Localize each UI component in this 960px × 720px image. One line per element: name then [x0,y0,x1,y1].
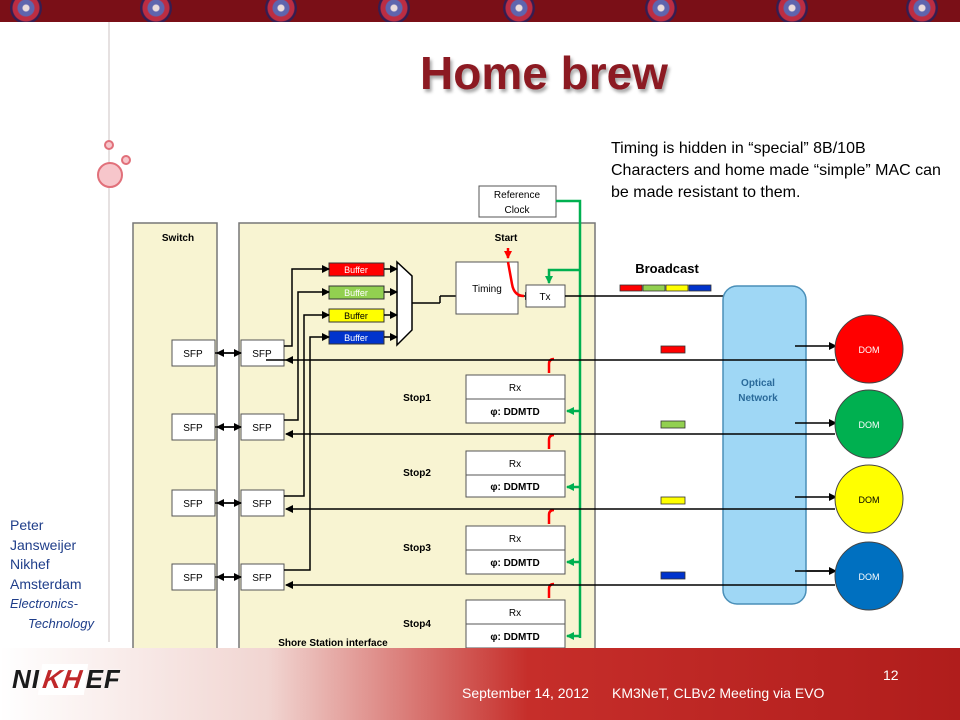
dom-label: DOM [859,495,880,505]
decor-burst [265,0,297,22]
packet-blue [660,571,686,580]
dom-label: DOM [859,420,880,430]
start-label: Start [495,233,518,244]
decor-burst [10,0,42,22]
reference-clock-label: Clock [504,205,530,216]
ddmtd-label: φ: DDMTD [490,632,539,643]
logo-part: EF [85,664,121,694]
footer-conference: KM3NeT, CLBv2 Meeting via EVO [612,685,825,701]
buffer-label: Buffer [344,288,368,298]
shore-station-label: Shore Station interface [278,638,388,649]
timing-label: Timing [472,284,502,295]
ddmtd-label: φ: DDMTD [490,482,539,493]
author-line: Technology [28,615,95,631]
author-block: Peter Jansweijer Nikhef Amsterdam Electr… [10,516,94,633]
rx-label: Rx [509,459,521,470]
sfp-label: SFP [183,573,203,584]
dom-label: DOM [859,345,880,355]
sfp-label: SFP [252,423,272,434]
logo-part: NI [12,664,40,694]
sfp-column-shore [240,339,285,591]
sfp-label: SFP [183,349,203,360]
decor-bubble [121,155,131,165]
decor-burst [378,0,410,22]
stop-1 [465,374,566,424]
logo-part: KH [37,664,88,695]
timing-note: Timing is hidden in “special” 8B/10B Cha… [611,140,941,201]
decor-burst [645,0,677,22]
stop-3 [465,525,566,575]
packet-green [660,420,686,429]
dom-green [834,389,904,459]
dom-red [834,314,904,384]
dom-yellow [834,464,904,534]
page-number: 12 [883,667,899,683]
slide-title: Home brew [420,47,668,99]
tx-label: Tx [539,292,550,303]
top-banner [0,0,960,22]
reference-clock-box [478,185,557,218]
multiplexer [396,260,413,347]
stop-label: Stop2 [403,468,431,479]
author-line: Peter [10,517,44,533]
left-rule [108,22,110,642]
dom-blue [834,541,904,611]
author-line: Electronics- [10,596,78,611]
decor-bubble [97,162,123,188]
decor-burst [906,0,938,22]
dom-label: DOM [859,572,880,582]
optical-network [722,285,807,605]
decor-burst [776,0,808,22]
rx-label: Rx [509,608,521,619]
broadcast-packet [619,284,712,292]
clock-distribution [545,199,582,640]
sfp-label: SFP [252,499,272,510]
nikhef-logo: NIKHEF [12,664,121,695]
buffer-label: Buffer [344,265,368,275]
rx-label: Rx [509,383,521,394]
stop-label: Stop1 [403,393,431,404]
ddmtd-label: φ: DDMTD [490,407,539,418]
optical-network-label: Optical [741,378,775,389]
packet-yellow [660,496,686,505]
timing-block [455,261,519,315]
rx-label: Rx [509,534,521,545]
packet-red [660,345,686,354]
sfp-label: SFP [252,573,272,584]
stop-label: Stop3 [403,543,431,554]
optical-network-label: Network [738,393,778,404]
stop-4 [465,599,566,649]
author-line: Amsterdam [10,575,82,592]
author-line: Nikhef [10,556,50,572]
stop-2 [465,450,566,498]
footer-band [0,648,960,720]
broadcast-label: Broadcast [635,261,699,276]
author-line: Jansweijer [10,536,77,553]
sfp-column-switch [171,339,216,591]
stop-label: Stop4 [403,619,431,630]
buffer-label: Buffer [344,311,368,321]
switch-label: Switch [162,233,194,244]
decor-bubble [104,140,114,150]
buffer-label: Buffer [344,333,368,343]
ddmtd-label: φ: DDMTD [490,558,539,569]
decor-burst [503,0,535,22]
reference-clock-label: Reference [494,190,541,201]
footer-date: September 14, 2012 [462,685,589,701]
sfp-label: SFP [183,423,203,434]
sfp-label: SFP [252,349,272,360]
decor-burst [140,0,172,22]
sfp-label: SFP [183,499,203,510]
